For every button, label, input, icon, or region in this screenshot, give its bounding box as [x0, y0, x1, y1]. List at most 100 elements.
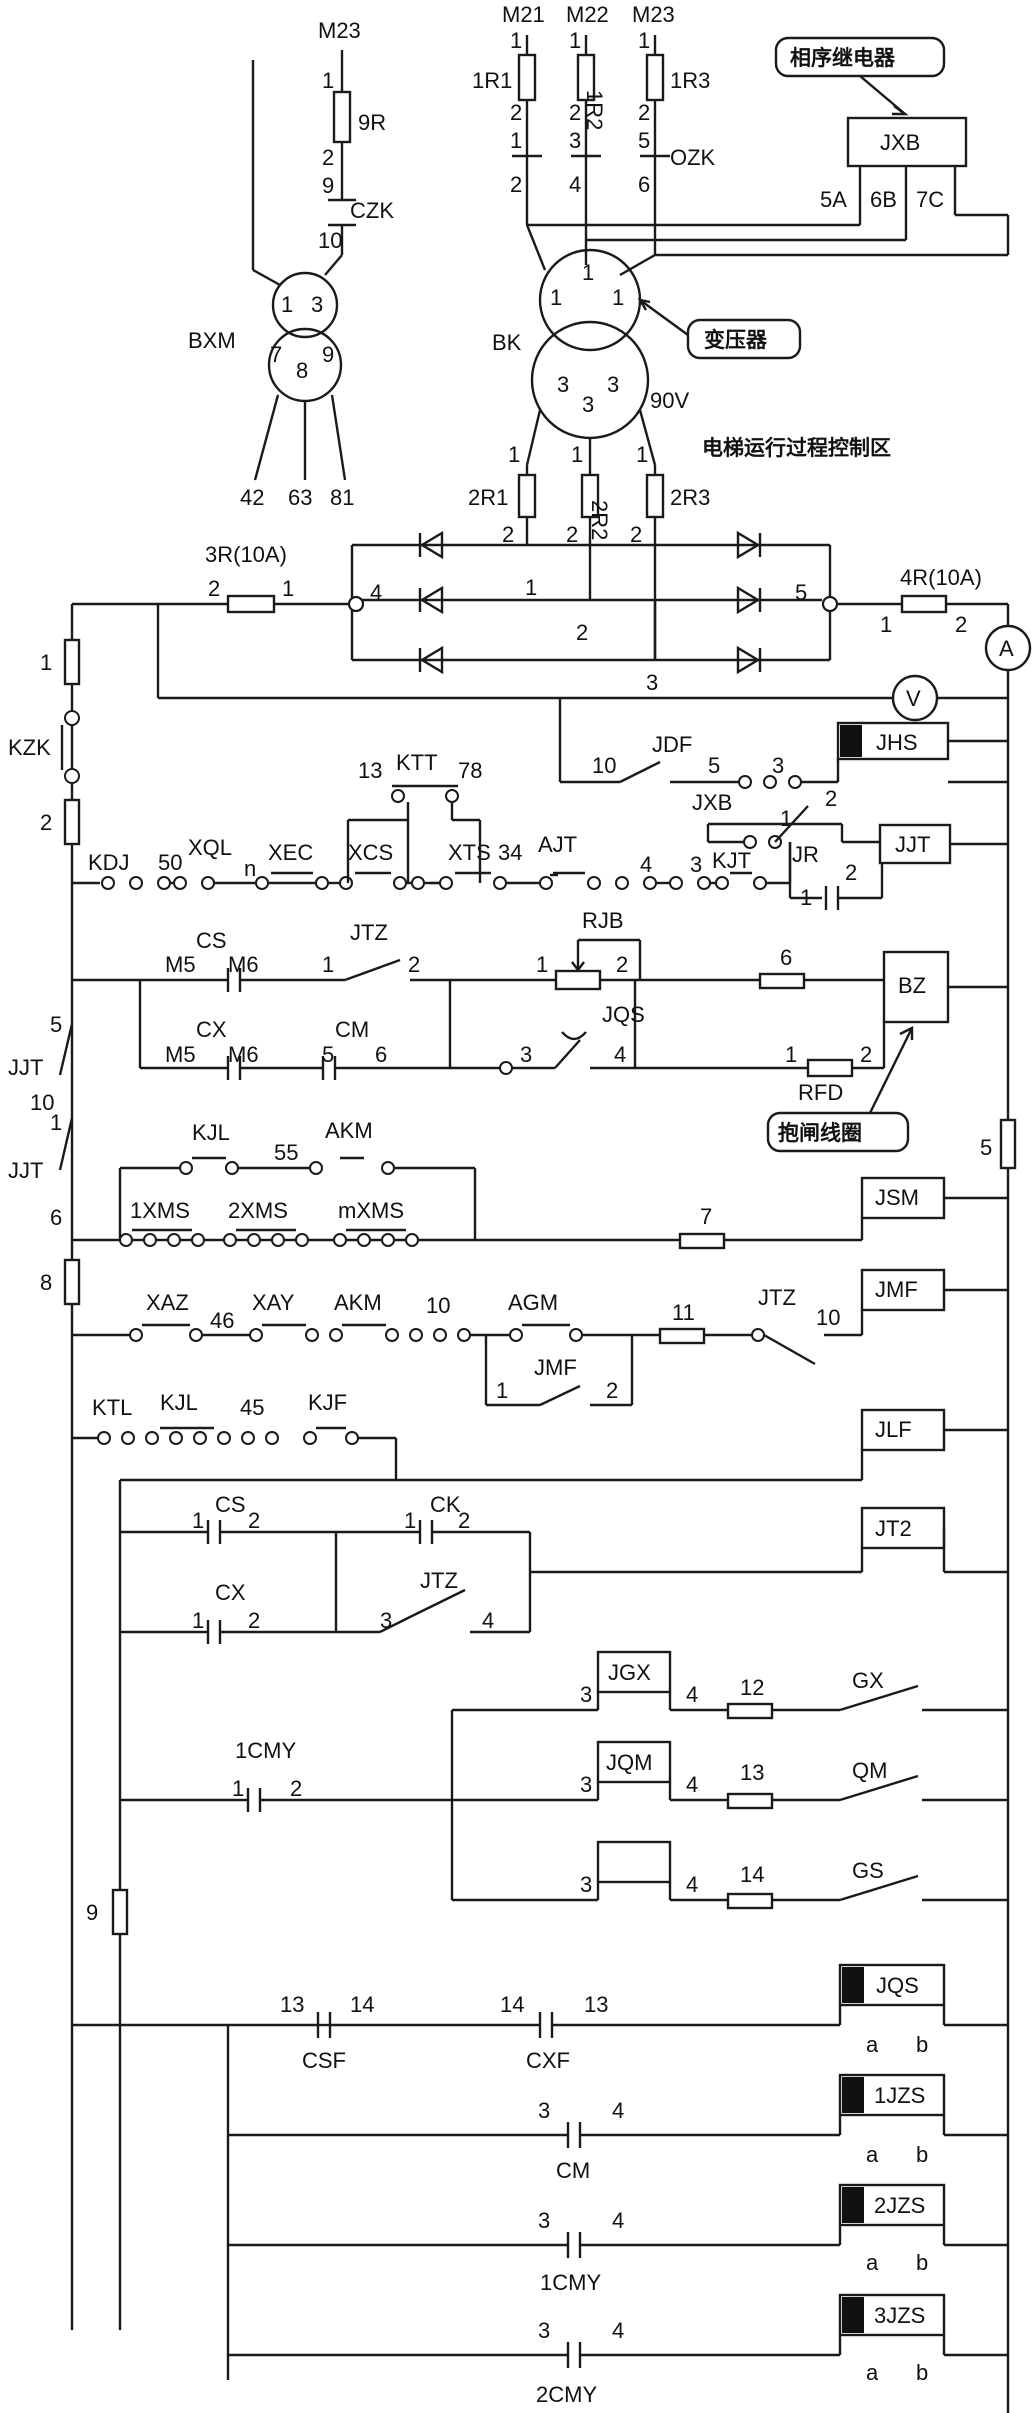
2r-pin1a: 1 — [508, 442, 520, 467]
bxm-czk-pin9: 9 — [322, 173, 334, 198]
jr-label: JR — [792, 842, 819, 867]
bk-callout: 变压器 — [704, 328, 768, 352]
xmsm-label: mXMS — [338, 1198, 404, 1223]
jgx-pin4: 4 — [686, 1682, 698, 1707]
jjt-contact-label-1: JJT — [8, 1055, 43, 1080]
jtz3-pin4: 4 — [482, 1608, 494, 1633]
bk-fuse-pin1c: 1 — [638, 28, 650, 53]
jxb-callout: 相序继电器 — [790, 46, 896, 70]
fuse-2r2-label: 2R2 — [587, 500, 612, 540]
wire-14: 14 — [740, 1862, 764, 1887]
ammeter-label: A — [999, 636, 1014, 661]
kdj-label: KDJ — [88, 850, 130, 875]
rjb-pin1: 1 — [536, 952, 548, 977]
cx-m5: M5 — [165, 1042, 196, 1067]
bz-coil-label: BZ — [898, 973, 926, 998]
kzk-label: KZK — [8, 735, 51, 760]
bottom-relays: 13 14 CSF 14 13 CXF JQS a b 3 4 CM 1JZS … — [72, 1963, 1008, 2407]
m21-label: M21 — [502, 2, 545, 27]
bk-pin-p1: 1 — [550, 285, 562, 310]
cmy2-pin3: 3 — [538, 2208, 550, 2233]
jtz-label: JTZ — [350, 920, 388, 945]
bridge-pin2: 2 — [576, 620, 588, 645]
akm-label: AKM — [325, 1118, 373, 1143]
bk-pin-p2: 1 — [582, 260, 594, 285]
agm-label: AGM — [508, 1290, 558, 1315]
bk-fuse-pin2b: 2 — [569, 100, 581, 125]
fuse-3r-pin2: 2 — [208, 576, 220, 601]
xms2-label: 2XMS — [228, 1198, 288, 1223]
kjl-label: KJL — [192, 1120, 230, 1145]
csf-label: CSF — [302, 2048, 346, 2073]
bk-voltage-label: 90V — [650, 388, 689, 413]
row-jhs: JDF 10 5 3 JHS — [558, 698, 1008, 789]
cmy2-label: 1CMY — [540, 2270, 601, 2295]
csf-pin13: 13 — [280, 1992, 304, 2017]
wire-13: 13 — [740, 1760, 764, 1785]
bxm-pin7: 7 — [270, 342, 282, 367]
jxb-contact-label: JXB — [692, 790, 732, 815]
bxm-pin8: 8 — [296, 358, 308, 383]
xql-label: XQL — [188, 835, 232, 860]
jtz2-label: JTZ — [758, 1285, 796, 1310]
wire-45: 45 — [240, 1395, 264, 1420]
jxb-pin2: 2 — [825, 786, 837, 811]
brake-callout: 抱闸线圈 — [778, 1121, 862, 1145]
jzs2-pin-b: b — [916, 2250, 928, 2275]
jqs-pin3: 3 — [520, 1042, 532, 1067]
jlf-coil-label: JLF — [875, 1417, 912, 1442]
cs2-label: CS — [215, 1492, 246, 1517]
ozk-pin1: 1 — [510, 128, 522, 153]
cs2-pin2: 2 — [248, 1508, 260, 1533]
cx2-label: CX — [215, 1580, 246, 1605]
cmy2-pin4: 4 — [612, 2208, 624, 2233]
wire-46: 46 — [210, 1308, 234, 1333]
jqm-coil-label: JQM — [606, 1750, 652, 1775]
jzs1-pin-b: b — [916, 2142, 928, 2167]
cmy3-label: 2CMY — [536, 2382, 597, 2407]
fuse-9r-label: 9R — [358, 110, 386, 135]
fuse-1r3-label: 1R3 — [670, 68, 710, 93]
xts-label: XTS — [448, 840, 491, 865]
ozk-pin2: 2 — [510, 172, 522, 197]
jqs-contact-label: JQS — [602, 1002, 645, 1027]
bk-pin-s2: 3 — [582, 392, 594, 417]
blank-relay-pin3: 3 — [580, 1872, 592, 1897]
bxm-label: BXM — [188, 328, 236, 353]
rjb-pin2: 2 — [616, 952, 628, 977]
row-jt2: CS 1 2 CK 1 2 JT2 CX 1 2 JTZ 3 4 — [120, 1492, 1008, 1644]
cm2-label: CM — [556, 2158, 590, 2183]
kjl2-label: KJL — [160, 1390, 198, 1415]
blank-relay-pin4: 4 — [686, 1872, 698, 1897]
main-rails: 3R(10A) 2 1 4R(10A) 1 2 A 3 V — [70, 542, 1032, 2413]
cx2-pin1: 1 — [192, 1608, 204, 1633]
rjb-label: RJB — [582, 908, 624, 933]
jmf-pin2: 2 — [606, 1378, 618, 1403]
bxm-pin9: 9 — [322, 342, 334, 367]
output-81: 81 — [330, 485, 354, 510]
cs-label: CS — [196, 928, 227, 953]
xec-label: XEC — [268, 840, 313, 865]
jgx-pin3: 3 — [580, 1682, 592, 1707]
cxf-pin13: 13 — [584, 1992, 608, 2017]
cxf-label: CXF — [526, 2048, 570, 2073]
wire-7: 7 — [700, 1204, 712, 1229]
jhs-coil-label: JHS — [876, 730, 918, 755]
2r-pin2b: 2 — [566, 522, 578, 547]
bk-fuse-pin2c: 2 — [638, 100, 650, 125]
bridge-pin5: 5 — [795, 580, 807, 605]
jmf-pin1: 1 — [496, 1378, 508, 1403]
output-63: 63 — [288, 485, 312, 510]
wire-12: 12 — [740, 1675, 764, 1700]
rfd-label: RFD — [798, 1080, 843, 1105]
wire-34: 34 — [498, 840, 522, 865]
fuse-4r-pin2: 2 — [955, 612, 967, 637]
wire-10: 10 — [426, 1293, 450, 1318]
left-rail-switches: 1 KZK 2 5 JJT 10 1 JJT 6 8 9 5 — [8, 638, 1017, 1936]
jxb-relay-section: JXB 5A 6B 7C 相序继电器 变压器 — [527, 36, 1010, 360]
kjt-label: KJT — [712, 848, 751, 873]
cx2-pin2: 2 — [248, 1608, 260, 1633]
bk-fuse-pin2a: 2 — [510, 100, 522, 125]
fuse-3r-pin1: 1 — [282, 576, 294, 601]
